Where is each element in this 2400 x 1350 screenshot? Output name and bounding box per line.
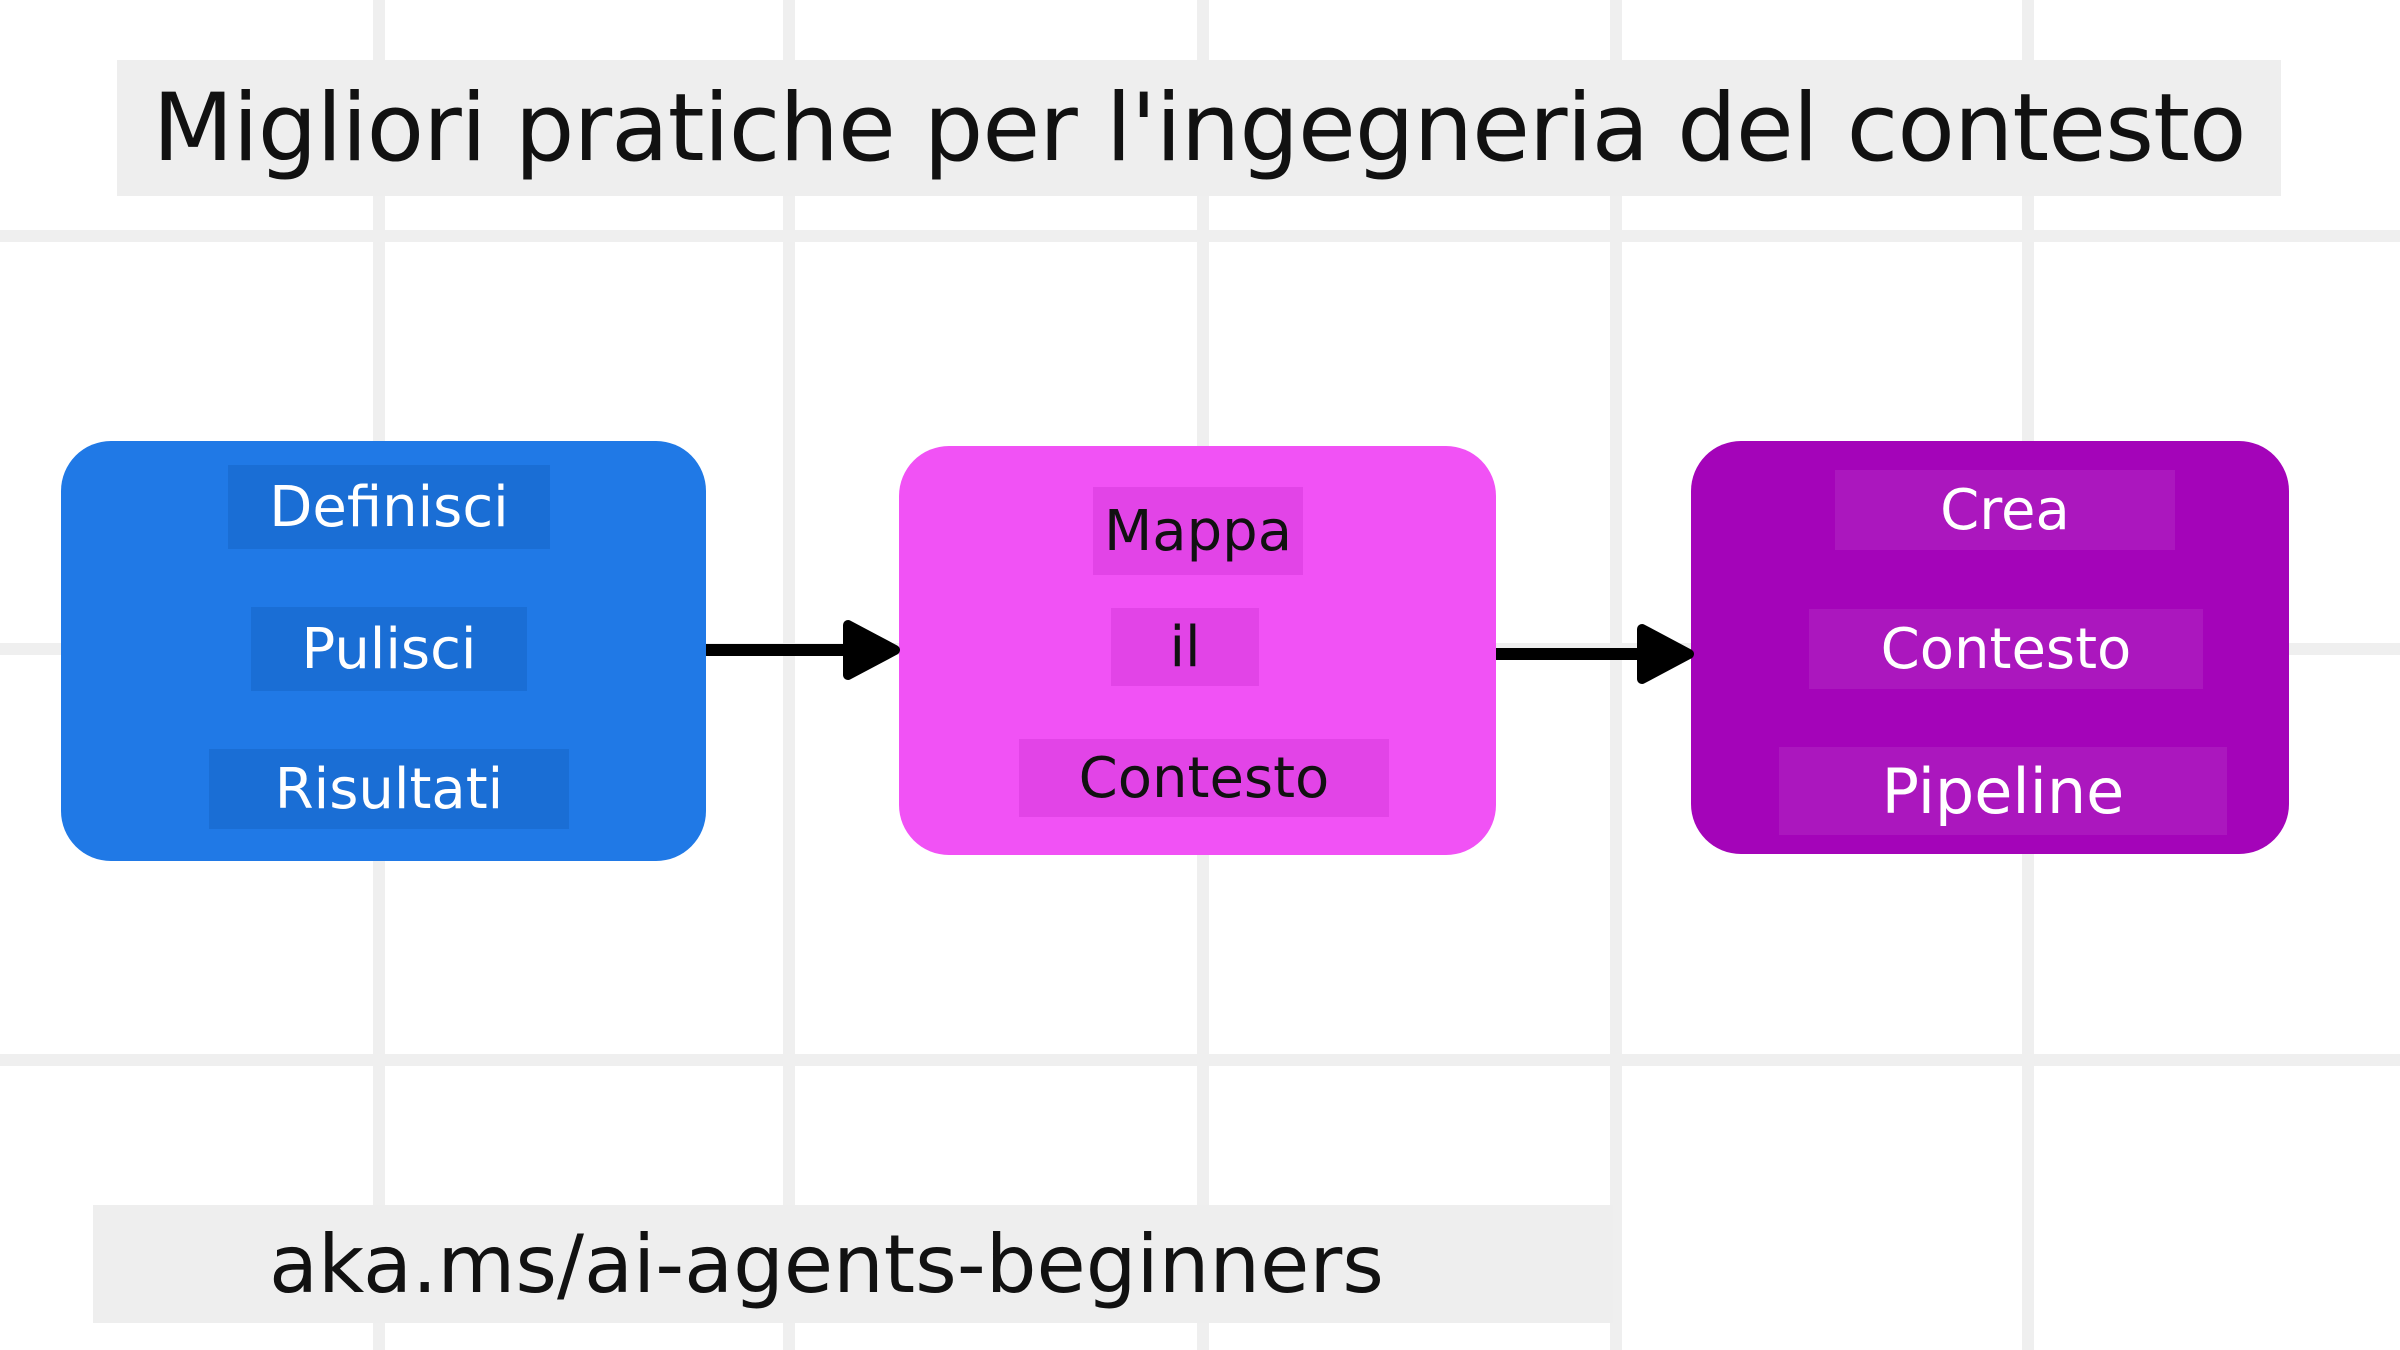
step-label: il: [1111, 608, 1259, 686]
step-label: Pulisci: [251, 607, 527, 691]
step-label: Mappa: [1093, 487, 1303, 575]
arrow-step2-to-step3: [1496, 624, 1694, 684]
step-label: Risultati: [209, 749, 569, 829]
grid-line: [1610, 0, 1622, 1350]
step-label: Contesto: [1019, 739, 1389, 817]
step-box-create: Crea Contesto Pipeline: [1691, 441, 2289, 854]
page-title: Migliori pratiche per l'ingegneria del c…: [152, 73, 2247, 183]
grid-line: [783, 0, 795, 1350]
course-link[interactable]: aka.ms/ai-agents-beginners: [269, 1217, 1384, 1311]
grid-line: [0, 230, 2400, 242]
step-box-define: Definisci Pulisci Risultati: [61, 441, 706, 861]
step-box-map: Mappa il Contesto: [899, 446, 1496, 855]
step-label: Definisci: [228, 465, 550, 549]
title-banner: Migliori pratiche per l'ingegneria del c…: [117, 60, 2281, 196]
arrow-step1-to-step2: [706, 620, 900, 680]
footer-banner: aka.ms/ai-agents-beginners: [93, 1205, 1613, 1323]
step-label: Pipeline: [1779, 747, 2227, 835]
grid-line: [0, 1054, 2400, 1066]
step-label: Crea: [1835, 470, 2175, 550]
step-label: Contesto: [1809, 609, 2203, 689]
